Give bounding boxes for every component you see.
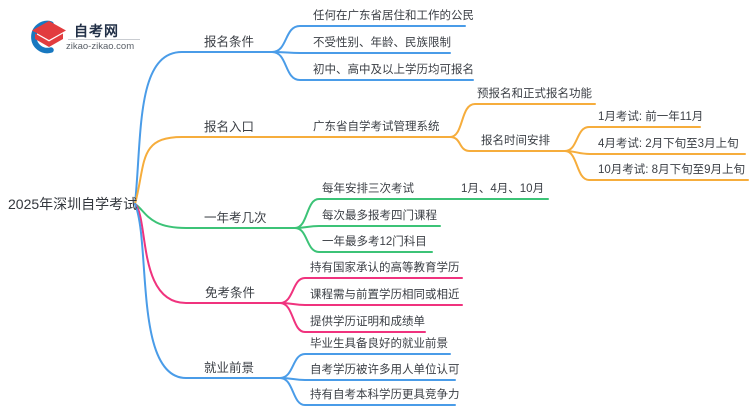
branch2-child1-line [449, 103, 596, 138]
site-url: zikao-zikao.com [66, 41, 135, 52]
node-four-courses: 每次最多报考四门课程 [322, 210, 437, 222]
site-name: 自考网 [74, 23, 119, 39]
branch-employment-prospects: 就业前景 [204, 361, 255, 375]
branch2-parent-line [134, 136, 451, 205]
node-apr-exam-date: 4月考试: 2月下旬至3月上旬 [598, 138, 739, 150]
branch1-child2-line [271, 51, 451, 54]
node-jan-exam-date: 1月考试: 前一年11月 [598, 111, 704, 123]
branch5-parent-line [134, 203, 281, 379]
graduation-cap-icon [31, 20, 66, 54]
branch5-child2-line [279, 377, 456, 381]
node-condition-education: 初中、高中及以上学历均可报名 [313, 64, 474, 76]
node-similar-courses: 课程需与前置学历相同或相近 [310, 289, 460, 301]
branch-exams-per-year: 一年考几次 [204, 211, 267, 225]
node-twelve-subjects: 一年最多考12门科目 [322, 236, 427, 248]
node-pre-registration: 预报名和正式报名功能 [477, 88, 592, 100]
logo-divider [68, 39, 140, 40]
node-bachelor-competitive: 持有自考本科学历更具竞争力 [310, 389, 460, 401]
branch3-child2-line [294, 225, 441, 229]
node-condition-no-limit: 不受性别、年龄、民族限制 [313, 37, 451, 49]
branch3-child3-line [294, 227, 433, 253]
branch5-child3-line [279, 377, 456, 406]
branch4-child3-line [279, 302, 426, 333]
branch2-child2-sub1-line [564, 126, 701, 152]
node-exam-months: 1月、4月、10月 [461, 183, 545, 195]
site-logo: 自考网 zikao-zikao.com [28, 20, 148, 56]
branch2-child2-line [449, 136, 566, 152]
node-three-exams: 每年安排三次考试 [322, 183, 414, 195]
branch1-parent-line [134, 51, 273, 205]
branch2-child2-sub3-line [564, 150, 749, 181]
branch1-child3-line [271, 51, 474, 81]
node-recognized-degree: 持有国家承认的高等教育学历 [310, 262, 460, 274]
node-condition-resident: 任何在广东省居住和工作的公民 [313, 10, 474, 22]
root-node: 2025年深圳自学考试 [8, 196, 138, 212]
node-employer-recognition: 自考学历被许多用人单位认可 [310, 364, 460, 376]
node-provide-transcript: 提供学历证明和成绩单 [310, 316, 425, 328]
node-management-system: 广东省自学考试管理系统 [313, 121, 440, 133]
node-registration-schedule: 报名时间安排 [481, 135, 550, 147]
branch3-parent-line [134, 203, 296, 229]
branch-exemption-conditions: 免考条件 [205, 286, 256, 300]
branch-registration-conditions: 报名条件 [204, 35, 255, 49]
branch-registration-entrance: 报名入口 [204, 120, 255, 134]
node-good-prospects: 毕业生具备良好的就业前景 [310, 338, 448, 350]
node-oct-exam-date: 10月考试: 8月下旬至9月上旬 [598, 164, 745, 176]
branch4-child2-line [279, 302, 463, 306]
branch4-parent-line [134, 203, 281, 304]
